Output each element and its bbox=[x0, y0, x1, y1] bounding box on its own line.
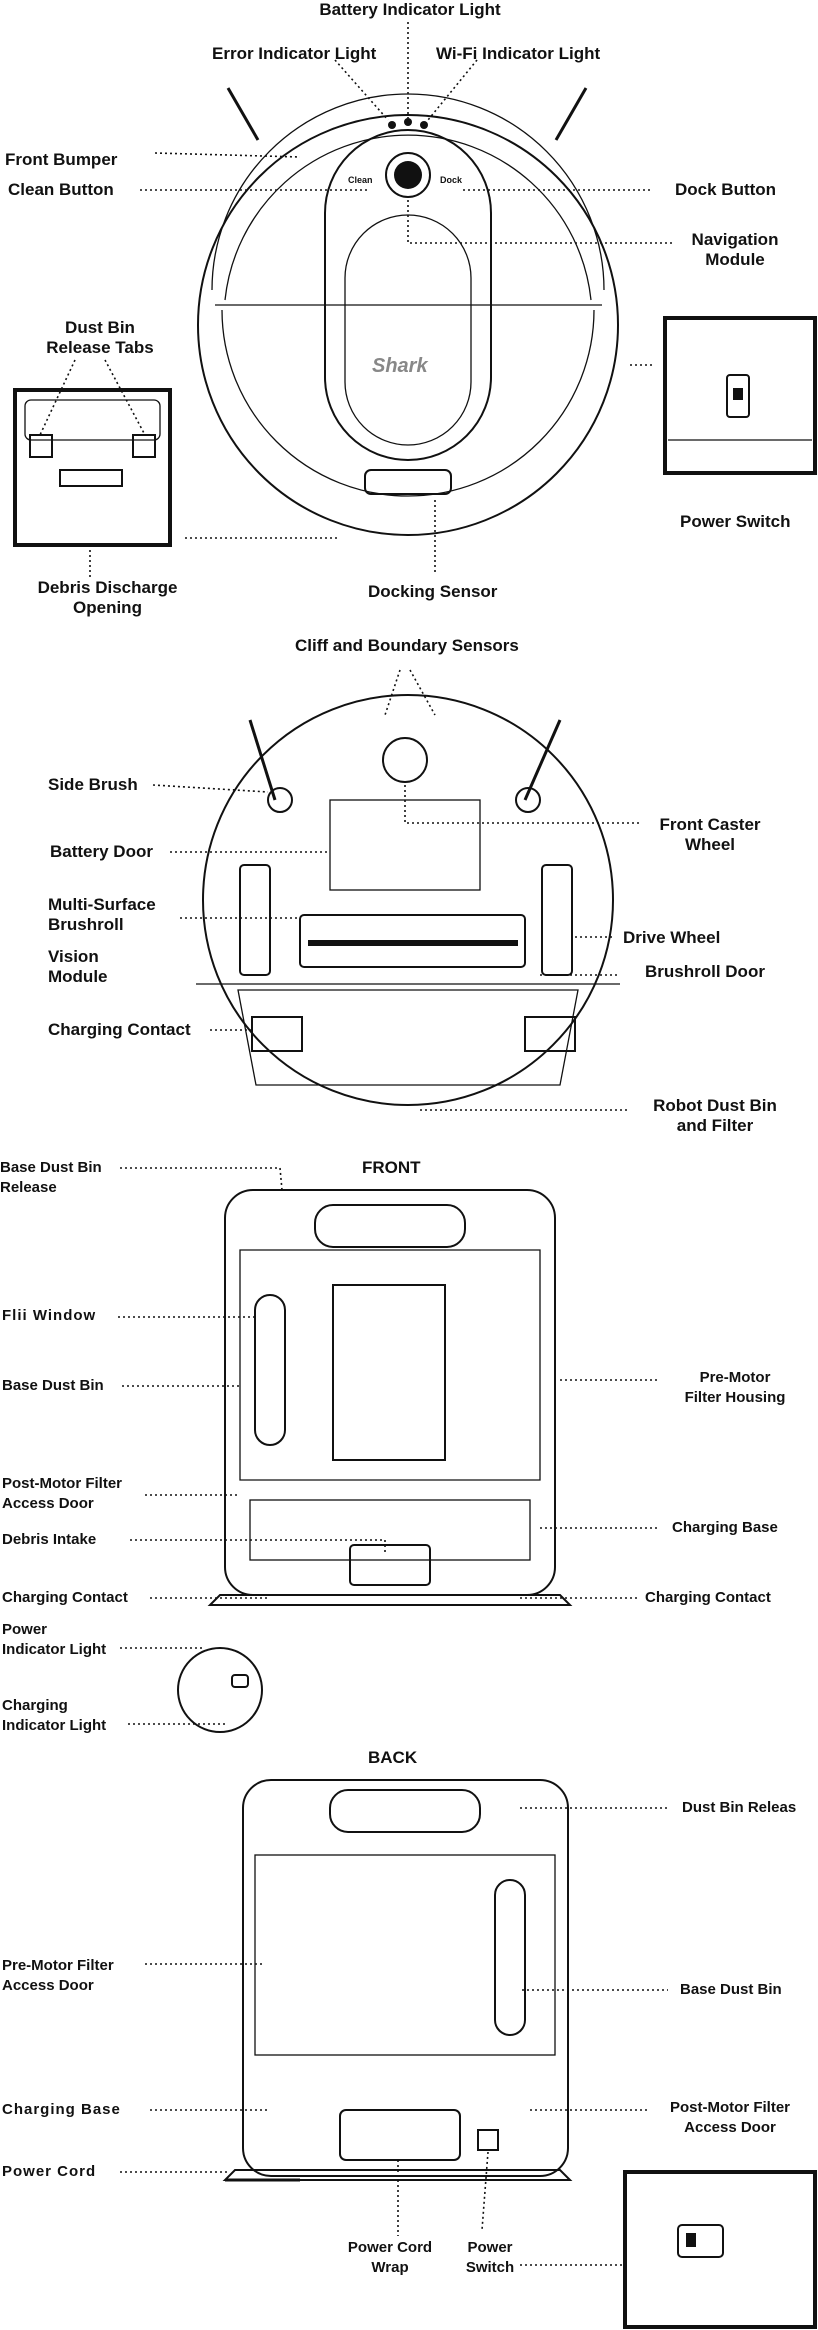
multi-surface-brushroll-line-1: Multi-Surface bbox=[48, 895, 156, 914]
power-switch-label-back: Power Switch bbox=[455, 2238, 525, 2278]
front-bumper-label: Front Bumper bbox=[5, 150, 118, 169]
dust-bin-release-label-back: Dust Bin Releas bbox=[682, 1799, 797, 1816]
vision-module-line-1: Vision bbox=[48, 947, 99, 966]
post-motor-access-line-1: Post-Motor Filter bbox=[2, 1475, 122, 1492]
side-brush-label: Side Brush bbox=[48, 775, 138, 794]
dust-bin-release-tabs-line-1: Dust Bin bbox=[65, 318, 135, 337]
clean-mark: Clean bbox=[348, 175, 373, 185]
shark-logo: Shark bbox=[372, 355, 428, 377]
charging-contact-label: Charging Contact bbox=[48, 1020, 191, 1039]
power-switch-inset-bottom bbox=[623, 2170, 817, 2329]
pre-motor-filter-housing-line-2: Filter Housing bbox=[684, 1389, 786, 1406]
robot-bottom-view bbox=[196, 694, 620, 1106]
multi-surface-brushroll-label: Multi-Surface Brushroll bbox=[48, 895, 156, 935]
power-cord-label: Power Cord bbox=[2, 2163, 97, 2180]
navigation-module-line-1: Navigation bbox=[691, 230, 779, 249]
multi-surface-brushroll-line-2: Brushroll bbox=[48, 915, 124, 934]
power-switch-inset-top bbox=[663, 316, 817, 475]
wifi-indicator-light-label: Wi-Fi Indicator Light bbox=[436, 44, 601, 63]
post-motor-access-back-line-2: Access Door bbox=[684, 2119, 776, 2136]
charging-indicator-line-1: Charging bbox=[2, 1697, 68, 1714]
base-dust-bin-release-line-2: Release bbox=[0, 1179, 57, 1196]
vision-module-line-2: Module bbox=[48, 967, 108, 986]
charging-contact-left-label: Charging Contact bbox=[2, 1589, 128, 1606]
fill-window-label: Flii Window bbox=[2, 1307, 97, 1324]
charging-base-label-front: Charging Base bbox=[672, 1519, 778, 1536]
debris-discharge-opening-label: Debris Discharge Opening bbox=[20, 578, 195, 618]
dock-button-label: Dock Button bbox=[675, 180, 777, 199]
power-indicator-line-1: Power bbox=[2, 1621, 48, 1638]
robot-top-view bbox=[197, 87, 619, 536]
charging-indicator-line-2: Indicator Light bbox=[2, 1717, 107, 1734]
base-front-view bbox=[177, 1189, 573, 1733]
cliff-boundary-sensors-label: Cliff and Boundary Sensors bbox=[295, 636, 519, 655]
base-back-view bbox=[222, 1779, 573, 2182]
power-cord-wrap-line-1: Power Cord bbox=[347, 2239, 433, 2256]
base-dust-bin-release-label: Base Dust Bin Release bbox=[0, 1158, 102, 1198]
robot-dust-bin-line-2: and Filter bbox=[676, 1116, 754, 1135]
post-motor-access-line-2: Access Door bbox=[2, 1495, 94, 1512]
pre-motor-access-line-2: Access Door bbox=[2, 1977, 94, 1994]
back-heading: BACK bbox=[368, 1748, 418, 1767]
power-indicator-line-2: Indicator Light bbox=[2, 1641, 107, 1658]
front-caster-wheel-line-2: Wheel bbox=[684, 835, 736, 854]
power-switch-back-line-2: Switch bbox=[465, 2259, 515, 2276]
charging-indicator-light-label: Charging Indicator Light bbox=[2, 1696, 106, 1736]
dust-bin-release-tabs-label: Dust Bin Release Tabs bbox=[30, 318, 170, 358]
clean-button-label: Clean Button bbox=[8, 180, 114, 199]
post-motor-access-back-line-1: Post-Motor Filter bbox=[670, 2099, 790, 2116]
power-indicator-light-label: Power Indicator Light bbox=[2, 1620, 106, 1660]
drive-wheel-label: Drive Wheel bbox=[623, 928, 721, 947]
pre-motor-access-door-label: Pre-Motor Filter Access Door bbox=[2, 1956, 114, 1996]
navigation-module-line-2: Module bbox=[705, 250, 765, 269]
robot-dust-bin-label: Robot Dust Bin and Filter bbox=[640, 1096, 790, 1136]
base-dust-bin-label-front: Base Dust Bin bbox=[2, 1377, 104, 1394]
front-caster-wheel-line-1: Front Caster bbox=[659, 815, 761, 834]
post-motor-access-door-label-back: Post-Motor Filter Access Door bbox=[650, 2098, 810, 2138]
base-dust-bin-release-line-1: Base Dust Bin bbox=[0, 1159, 102, 1176]
top-view-leaders bbox=[39, 22, 675, 580]
front-caster-wheel-label: Front Caster Wheel bbox=[640, 815, 780, 855]
power-switch-back-line-1: Power bbox=[467, 2239, 513, 2256]
debris-discharge-opening-line-2: Opening bbox=[73, 598, 142, 617]
power-cord-wrap-label: Power Cord Wrap bbox=[330, 2238, 450, 2278]
bottom-view-leaders bbox=[152, 669, 640, 1111]
debris-intake-label: Debris Intake bbox=[2, 1531, 97, 1548]
battery-door-label: Battery Door bbox=[50, 842, 153, 861]
front-heading: FRONT bbox=[362, 1158, 421, 1177]
debris-discharge-opening-line-1: Debris Discharge bbox=[37, 578, 178, 597]
power-cord-wrap-line-2: Wrap bbox=[371, 2259, 409, 2276]
pre-motor-access-line-1: Pre-Motor Filter bbox=[2, 1957, 114, 1974]
robot-dust-bin-line-1: Robot Dust Bin bbox=[653, 1096, 777, 1115]
dust-bin-release-tabs-line-2: Release Tabs bbox=[46, 338, 154, 357]
pre-motor-filter-housing-line-1: Pre-Motor bbox=[699, 1369, 771, 1386]
brushroll-door-label: Brushroll Door bbox=[645, 962, 765, 981]
base-dust-bin-label-back: Base Dust Bin bbox=[680, 1981, 782, 1998]
charging-contact-right-label: Charging Contact bbox=[645, 1589, 771, 1606]
dock-mark: Dock bbox=[440, 175, 463, 185]
navigation-module-label: Navigation Module bbox=[670, 230, 800, 270]
base-front-leaders bbox=[118, 1167, 660, 1725]
pre-motor-filter-housing-label: Pre-Motor Filter Housing bbox=[660, 1368, 810, 1408]
vision-module-label: Vision Module bbox=[48, 947, 108, 987]
battery-indicator-light-label: Battery Indicator Light bbox=[319, 0, 501, 19]
post-motor-access-door-label-front: Post-Motor Filter Access Door bbox=[2, 1474, 122, 1514]
power-switch-label: Power Switch bbox=[680, 512, 791, 531]
docking-sensor-label: Docking Sensor bbox=[368, 582, 498, 601]
error-indicator-light-label: Error Indicator Light bbox=[212, 44, 377, 63]
charging-base-label-back: Charging Base bbox=[2, 2101, 121, 2118]
base-back-leaders bbox=[120, 1807, 670, 2266]
dust-bin-release-inset bbox=[13, 388, 172, 547]
